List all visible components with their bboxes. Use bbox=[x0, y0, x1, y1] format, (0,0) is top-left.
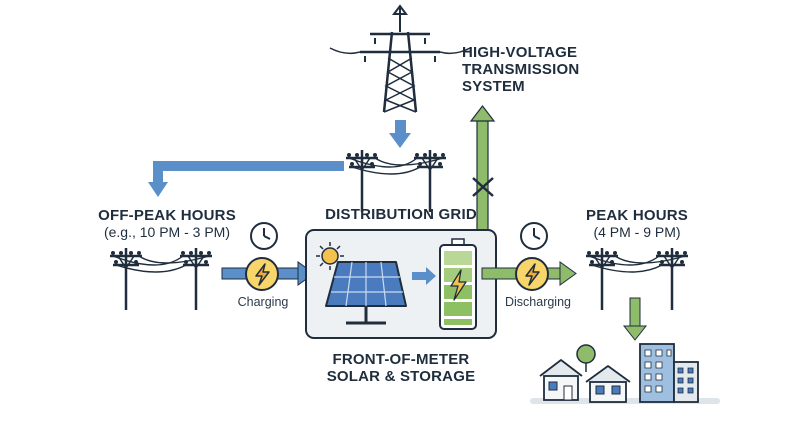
peak-label: PEAK HOURS (4 PM - 9 PM) bbox=[572, 207, 702, 240]
transmission-label-line1: HIGH-VOLTAGE bbox=[462, 44, 578, 61]
arrow-grid-to-offpeak bbox=[148, 161, 344, 197]
blocked-x-icon bbox=[472, 177, 494, 197]
transmission-label: HIGH-VOLTAGE TRANSMISSION SYSTEM bbox=[462, 44, 579, 95]
clock-icon bbox=[250, 222, 278, 250]
offpeak-title: OFF-PEAK HOURS bbox=[98, 207, 236, 224]
peak-poles-icon bbox=[584, 246, 690, 312]
battery-icon bbox=[439, 238, 477, 330]
transmission-tower-icon bbox=[329, 4, 471, 113]
discharging-label: Discharging bbox=[504, 295, 571, 309]
solar-panel-icon bbox=[325, 261, 407, 325]
offpeak-time: (e.g., 10 PM - 3 PM) bbox=[103, 224, 231, 240]
arrow-plant-to-transmission bbox=[469, 105, 496, 231]
plant-label-line1: FRONT-OF-METER bbox=[332, 351, 470, 368]
arrow-tower-to-grid bbox=[389, 120, 411, 148]
front-of-meter-box bbox=[305, 229, 497, 339]
arrow-peak-to-city bbox=[622, 297, 648, 341]
charging-label: Charging bbox=[237, 295, 289, 309]
plant-label: FRONT-OF-METER SOLAR & STORAGE bbox=[311, 351, 491, 385]
offpeak-label: OFF-PEAK HOURS (e.g., 10 PM - 3 PM) bbox=[92, 207, 242, 240]
distribution-grid-label: DISTRIBUTION GRID bbox=[325, 206, 477, 223]
clock-icon bbox=[520, 222, 548, 250]
peak-title: PEAK HOURS bbox=[585, 207, 688, 224]
lightning-icon bbox=[245, 257, 279, 291]
plant-label-line2: SOLAR & STORAGE bbox=[326, 368, 476, 385]
arrow-panel-to-battery bbox=[412, 267, 436, 285]
peak-time: (4 PM - 9 PM) bbox=[593, 224, 681, 240]
transmission-label-line2: TRANSMISSION bbox=[462, 61, 580, 78]
transmission-label-line3: SYSTEM bbox=[462, 78, 525, 95]
distribution-poles-icon bbox=[344, 148, 448, 214]
city-buildings-icon bbox=[530, 343, 720, 404]
offpeak-poles-icon bbox=[108, 246, 214, 312]
lightning-icon bbox=[515, 257, 549, 291]
